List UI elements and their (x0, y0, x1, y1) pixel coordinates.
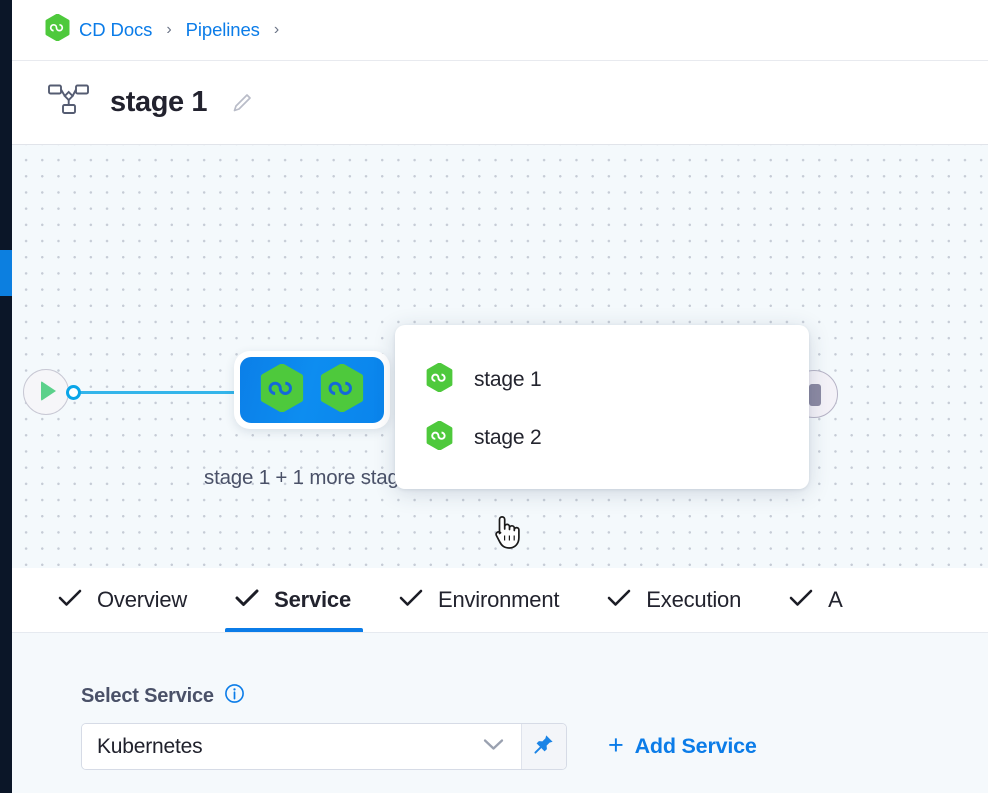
info-icon[interactable] (224, 683, 245, 709)
check-icon-advanced (789, 588, 813, 613)
stage-picker-popup: stage 1 stage 2 (395, 325, 809, 489)
harness-cd-hexagon-icon (426, 362, 453, 397)
chevron-right-icon: › (166, 21, 172, 38)
tab-service[interactable]: Service (225, 568, 389, 632)
harness-cd-hexagon-icon-2 (320, 362, 364, 417)
tab-advanced[interactable]: A (779, 568, 880, 632)
add-service-label: Add Service (634, 734, 757, 758)
tab-label-advanced: A (828, 587, 843, 612)
stage-group-node[interactable] (234, 351, 390, 429)
left-nav-rail (0, 0, 12, 793)
tab-label-execution: Execution (646, 587, 742, 612)
stage-header: stage 1 (12, 61, 988, 145)
play-icon (41, 381, 56, 401)
breadcrumb-link-pipelines[interactable]: Pipelines (185, 19, 260, 40)
stop-icon (809, 384, 821, 406)
page-title: stage 1 (110, 86, 208, 118)
popup-item-stage-2[interactable]: stage 2 (395, 409, 809, 467)
check-icon (58, 588, 82, 613)
popup-item-label: stage 1 (474, 368, 542, 391)
select-service-label: Select Service (81, 684, 214, 707)
start-connector-dot[interactable] (66, 385, 81, 400)
start-node[interactable] (23, 369, 69, 415)
pin-icon (533, 733, 555, 760)
stage-tabs: Overview Service Environment Execution A (12, 568, 988, 632)
harness-cd-hexagon-icon (260, 362, 304, 417)
service-form-panel: Select Service Kubernetes (12, 632, 988, 793)
chevron-right-icon-2: › (273, 21, 280, 38)
select-service-value-box[interactable]: Kubernetes (82, 724, 521, 769)
stage-group-caption: stage 1 + 1 more stages (204, 466, 420, 489)
chevron-down-icon[interactable] (483, 738, 504, 756)
breadcrumb: CD Docs › Pipelines › (12, 0, 988, 61)
harness-cd-hexagon-icon (45, 13, 70, 46)
select-service-dropdown[interactable]: Kubernetes (81, 723, 567, 770)
select-service-value: Kubernetes (97, 734, 203, 758)
tab-environment[interactable]: Environment (389, 568, 597, 632)
check-icon-environment (399, 588, 423, 613)
popup-item-label-2: stage 2 (474, 426, 542, 449)
breadcrumb-link-cd-docs[interactable]: CD Docs (79, 19, 153, 40)
connector-line (80, 391, 245, 394)
tab-execution[interactable]: Execution (597, 568, 779, 632)
pipeline-canvas[interactable]: stage 1 + 1 more stages Add Stage stage … (12, 145, 988, 568)
pencil-icon[interactable] (229, 90, 255, 116)
tab-label-service: Service (274, 587, 351, 612)
pipeline-stage-diagram-icon (48, 83, 90, 122)
nav-rail-active-indicator[interactable] (0, 250, 12, 296)
tab-label-overview: Overview (97, 587, 188, 612)
add-service-button[interactable]: + Add Service (608, 730, 757, 760)
plus-icon: + (608, 730, 624, 760)
harness-cd-hexagon-icon-2 (426, 420, 453, 455)
check-icon-service (235, 588, 259, 613)
popup-item-stage-1[interactable]: stage 1 (395, 351, 809, 409)
pointing-hand-cursor (490, 513, 520, 556)
check-icon-execution (607, 588, 631, 613)
tab-label-environment: Environment (437, 587, 560, 612)
pin-button[interactable] (521, 724, 566, 769)
tab-overview[interactable]: Overview (48, 568, 225, 632)
